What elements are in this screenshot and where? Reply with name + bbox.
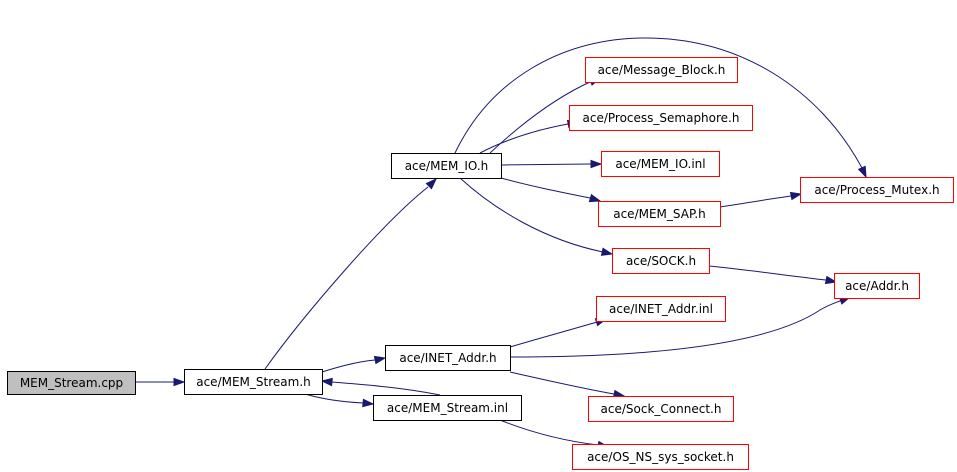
arrow-head <box>320 377 333 387</box>
edge-line <box>708 265 827 281</box>
node-process-semaphore-h[interactable]: ace/Process_Semaphore.h <box>569 105 753 131</box>
node-label: ace/MEM_IO.h <box>405 159 489 173</box>
node-label: ace/Sock_Connect.h <box>601 402 722 416</box>
edge-mem_io_h-to-sock_h <box>459 177 614 256</box>
node-process-mutex-h[interactable]: ace/Process_Mutex.h <box>800 177 954 203</box>
edge-line <box>304 393 364 404</box>
arrow-head <box>425 177 438 190</box>
node-label: ace/Process_Semaphore.h <box>583 111 740 125</box>
arrow-head <box>857 165 867 179</box>
edge-mem_io_h-to-mem_io_inl <box>500 159 603 169</box>
arrow-head <box>173 377 186 387</box>
node-mem-stream-h[interactable]: ace/MEM_Stream.h <box>184 369 323 395</box>
node-mem-sap-h[interactable]: ace/MEM_SAP.h <box>598 201 721 227</box>
edge-mem_stream_cpp-to-mem_stream_h <box>135 377 186 387</box>
edge-line <box>509 371 615 395</box>
edge-line <box>500 163 592 166</box>
edge-line <box>499 419 599 446</box>
edge-line <box>479 123 569 154</box>
edge-sock_h-to-addr_h <box>708 265 838 285</box>
node-os-ns-sys-socket-h[interactable]: ace/OS_NS_sys_socket.h <box>572 444 749 470</box>
edge-line <box>459 177 604 253</box>
node-label: ace/INET_Addr.inl <box>609 302 713 316</box>
edge-line <box>454 37 863 169</box>
node-box <box>184 369 323 395</box>
edge-mem_stream_inl-to-mem_stream_h <box>320 377 441 396</box>
node-label: ace/Process_Mutex.h <box>814 183 939 197</box>
node-label: ace/INET_Addr.h <box>399 351 496 365</box>
arrow-head <box>373 355 387 365</box>
edge-inet_addr_h-to-sock_connect_h <box>509 371 626 399</box>
node-box <box>800 177 954 203</box>
node-label: ace/SOCK.h <box>626 254 696 268</box>
edge-mem_stream_h-to-mem_io_h <box>264 177 438 370</box>
edge-line <box>264 186 429 370</box>
node-label: ace/Addr.h <box>845 279 909 293</box>
edge-line <box>500 177 591 199</box>
edge-mem_io_h-to-mem_sap_h <box>500 177 602 203</box>
node-mem-stream-cpp: MEM_Stream.cpp <box>7 371 136 395</box>
edge-line <box>509 321 598 348</box>
node-box <box>373 395 522 421</box>
node-box <box>588 396 734 422</box>
node-sock-connect-h[interactable]: ace/Sock_Connect.h <box>588 396 734 422</box>
arrow-head <box>789 191 803 201</box>
arrow-head <box>824 275 838 285</box>
node-box <box>834 273 920 299</box>
edge-inet_addr_h-to-inet_addr_inl <box>509 318 608 348</box>
edge-line <box>509 299 843 358</box>
node-label: ace/MEM_Stream.inl <box>387 401 508 415</box>
nodes-layer: MEM_Stream.cpp ace/MEM_Stream.h ace/MEM_IO… <box>7 57 954 470</box>
node-inet-addr-h[interactable]: ace/INET_Addr.h <box>385 345 511 371</box>
node-box <box>572 444 749 470</box>
node-label: MEM_Stream.cpp <box>20 376 123 390</box>
node-box <box>612 248 710 274</box>
edge-line <box>331 381 441 396</box>
node-sock-h[interactable]: ace/SOCK.h <box>612 248 710 274</box>
arrow-head <box>600 247 614 256</box>
node-label: ace/OS_NS_sys_socket.h <box>587 450 734 464</box>
node-addr-h[interactable]: ace/Addr.h <box>834 273 920 299</box>
edge-mem_io_h-to-process_mutex_h <box>454 37 867 179</box>
node-message-block-h[interactable]: ace/Message_Block.h <box>585 57 738 83</box>
node-label: ace/MEM_Stream.h <box>196 375 311 389</box>
node-box <box>7 371 136 395</box>
node-label: ace/MEM_IO.inl <box>615 157 705 171</box>
edge-mem_stream_h-to-mem_stream_inl <box>304 393 375 408</box>
node-label: ace/Message_Block.h <box>598 63 726 77</box>
node-label: ace/MEM_SAP.h <box>613 207 706 221</box>
edge-mem_stream_h-to-inet_addr_h <box>321 355 387 373</box>
node-box <box>601 151 720 177</box>
node-box <box>569 105 753 131</box>
arrow-head <box>590 159 603 169</box>
edge-mem_sap_h-to-process_mutex_h <box>719 191 803 208</box>
node-mem-stream-inl[interactable]: ace/MEM_Stream.inl <box>373 395 522 421</box>
node-box <box>585 57 738 83</box>
node-inet-addr-inl[interactable]: ace/INET_Addr.inl <box>596 296 726 322</box>
node-box <box>598 201 721 227</box>
node-box <box>391 153 502 179</box>
node-mem-io-h[interactable]: ace/MEM_IO.h <box>391 153 502 179</box>
node-mem-io-inl[interactable]: ace/MEM_IO.inl <box>601 151 720 177</box>
node-box <box>596 296 726 322</box>
edge-line <box>321 359 376 373</box>
arrow-head <box>588 193 602 203</box>
node-box <box>385 345 511 371</box>
arrow-head <box>362 398 375 408</box>
edge-line <box>719 195 792 208</box>
